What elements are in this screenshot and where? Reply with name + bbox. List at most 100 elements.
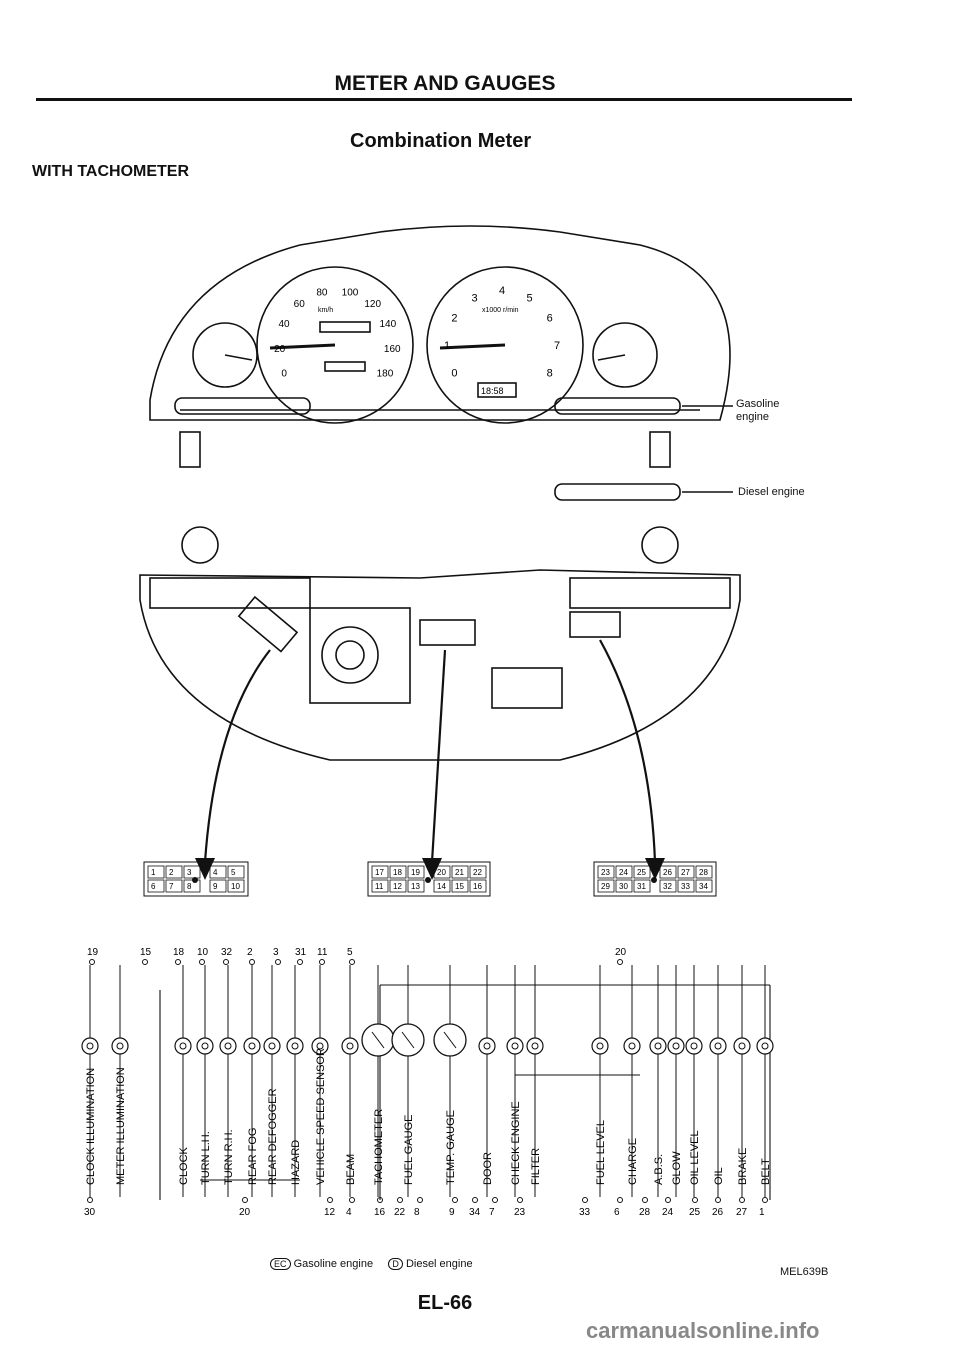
connector-cavity	[451, 879, 469, 893]
connector-cavity	[165, 865, 183, 879]
connector-pin-number: 23	[601, 868, 610, 877]
bottom-pin-label: 30	[84, 1207, 96, 1218]
subsection-title: WITH TACHOMETER	[32, 163, 190, 180]
bottom-pin-terminal	[349, 1197, 355, 1203]
circuit-label: METER ILLUMINATION	[115, 1067, 127, 1185]
gasoline-symbol: EC	[270, 1258, 291, 1270]
connector-pin-number: 6	[151, 882, 156, 891]
bottom-pin-terminal	[642, 1197, 648, 1203]
connector-pin-number: 2	[169, 868, 174, 877]
clock-window	[477, 382, 517, 398]
connector-pin-number: 26	[663, 868, 672, 877]
speedometer-tick-label: 20	[274, 344, 286, 355]
speedometer-tick-label: 0	[281, 369, 287, 380]
bottom-pin-terminal	[472, 1197, 478, 1203]
lamp-symbol	[623, 1037, 641, 1055]
bottom-pin-terminal	[417, 1197, 423, 1203]
connector-cavity	[677, 879, 695, 893]
top-pin-label: 20	[615, 947, 627, 958]
connector-pin-number: 31	[637, 882, 646, 891]
left-bulb-row	[149, 577, 311, 609]
circuit-column: TEMP. GAUGE	[433, 965, 467, 1197]
circuit-column: REAR FOG	[243, 965, 261, 1197]
connector-pin-number: 22	[473, 868, 482, 877]
connector-cavity	[433, 865, 451, 879]
lamp-symbol	[478, 1037, 496, 1055]
connector-cavity	[597, 865, 615, 879]
section-title: Combination Meter	[350, 130, 532, 152]
tachometer-needle	[439, 343, 506, 350]
circuit-label: A.B.S.	[653, 1154, 665, 1185]
circuit-label: BEAM	[345, 1154, 357, 1185]
left-rear-mount	[181, 526, 219, 564]
tachometer-tick-label: 8	[547, 368, 553, 380]
lamp-symbol	[591, 1037, 609, 1055]
bottom-pin-label: 25	[689, 1207, 701, 1218]
connector-cavity	[695, 865, 713, 879]
bottom-pin-terminal	[665, 1197, 671, 1203]
bottom-pin-label: 20	[239, 1207, 251, 1218]
speedo-cable-socket	[321, 626, 379, 684]
circuit-column: CLOCK	[174, 965, 192, 1197]
connector-pin-number: 17	[375, 868, 384, 877]
speedometer-tick-label: 80	[316, 287, 328, 298]
circuit-column: REAR DEFOGGER	[263, 965, 281, 1197]
right-warning-strip	[554, 397, 681, 415]
odometer-window	[319, 321, 371, 333]
tachometer-tick-label: 4	[499, 285, 505, 297]
circuit-label: TACHOMETER	[373, 1109, 385, 1185]
tachometer-unit: x1000 r/min	[482, 307, 519, 314]
tachometer-tick-label: 3	[472, 292, 478, 304]
circuit-column: BELT	[756, 965, 774, 1197]
connector-cavity	[165, 879, 183, 893]
bottom-pin-terminal	[87, 1197, 93, 1203]
top-pin-terminal	[275, 959, 281, 965]
connector-pin-number: 13	[411, 882, 420, 891]
circuit-label: OIL LEVEL	[689, 1130, 701, 1185]
circuit-column: CHECK ENGINE	[506, 965, 524, 1197]
connector-cavity	[659, 879, 677, 893]
circuit-column: TURN R.H.	[219, 965, 237, 1197]
connector-pin-number: 21	[455, 868, 464, 877]
circuit-column: OIL	[709, 965, 727, 1197]
clock-readout: 18:58	[481, 386, 504, 396]
bottom-pin-terminal	[692, 1197, 698, 1203]
top-pin-label: 18	[173, 947, 185, 958]
connector-pin-number: 3	[187, 868, 192, 877]
connector-pin-number: 34	[699, 882, 708, 891]
bottom-pin-label: 22	[394, 1207, 406, 1218]
header-rule	[36, 98, 852, 101]
lamp-symbol	[709, 1037, 727, 1055]
lamp-symbol	[311, 1037, 329, 1055]
top-pin-terminal	[142, 959, 148, 965]
connector-pin-number: 15	[455, 882, 464, 891]
bottom-pin-label: 33	[579, 1207, 591, 1218]
bottom-pin-terminal	[582, 1197, 588, 1203]
diesel-legend-label: Diesel engine	[405, 1258, 473, 1270]
bottom-pin-label: 16	[374, 1207, 386, 1218]
watermark[interactable]: carmanualsonline.info	[586, 1318, 820, 1343]
connector-pin-number: 32	[663, 882, 672, 891]
connector-lock	[651, 877, 657, 883]
bottom-pin-label: 9	[449, 1207, 455, 1218]
speedometer-tick-label: 180	[377, 369, 394, 380]
lamp-symbol	[286, 1037, 304, 1055]
connector-pin-number: 9	[213, 882, 218, 891]
bottom-pin-label: 26	[712, 1207, 724, 1218]
top-pin-label: 2	[247, 947, 253, 958]
connector-cavity	[371, 865, 389, 879]
bottom-pin-terminal	[762, 1197, 768, 1203]
speedometer-needle	[269, 343, 336, 350]
speedometer-unit: km/h	[318, 307, 333, 314]
bottom-pin-terminal	[452, 1197, 458, 1203]
connector-cavity	[371, 879, 389, 893]
speedometer-tick-label: 120	[364, 299, 381, 310]
top-pin-label: 32	[221, 947, 233, 958]
connector-cavity	[469, 865, 487, 879]
top-pin-terminal	[175, 959, 181, 965]
top-pin-terminal	[89, 959, 95, 965]
lamp-symbol	[263, 1037, 281, 1055]
bottom-pin-terminal	[715, 1197, 721, 1203]
top-pin-terminal	[297, 959, 303, 965]
speedometer-tick-label: 140	[380, 319, 397, 330]
